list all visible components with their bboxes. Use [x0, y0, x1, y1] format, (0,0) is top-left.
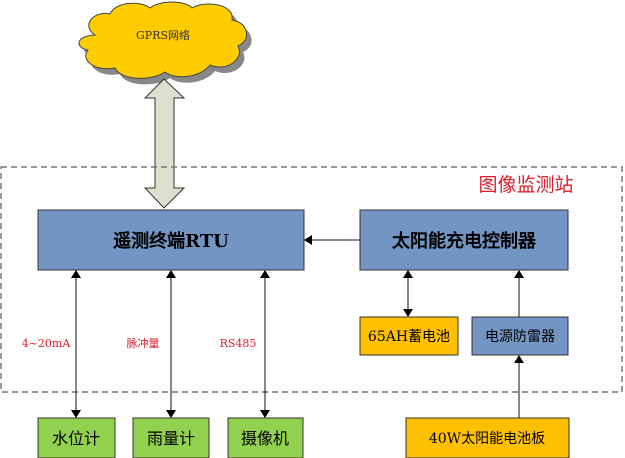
battery-label: 65AH蓄电池: [368, 329, 450, 345]
signal-label-rain: 脉冲量: [127, 336, 160, 350]
rain-gauge-label: 雨量计: [147, 429, 195, 448]
camera-box: [227, 417, 304, 458]
solar-panel-box: [405, 417, 570, 458]
signal-label-water: 4~20mA: [22, 337, 72, 350]
gprs-label: GPRS网络: [136, 28, 190, 42]
solar-panel-label: 40W太阳能电池板: [429, 431, 545, 447]
station-border: [0, 166, 623, 393]
surge-protector-label: 电源防雷器: [485, 329, 555, 345]
controller-box: [359, 209, 569, 271]
station-title: 图像监测站: [478, 174, 573, 196]
controller-label: 太阳能充电控制器: [392, 230, 537, 252]
signal-label-camera: RS485: [220, 337, 257, 350]
gprs-rtu-link-arrow: [143, 78, 186, 209]
gprs-cloud: GPRS网络: [78, 1, 252, 85]
battery-box: [359, 316, 459, 356]
surge-protector-box: [471, 316, 569, 356]
rain-gauge-box: [132, 417, 210, 458]
rtu-box: [37, 209, 305, 271]
water-level-box: [37, 417, 116, 458]
camera-label: 摄像机: [241, 429, 289, 448]
rtu-label: 遥测终端RTU: [113, 230, 229, 252]
water-level-label: 水位计: [52, 429, 100, 448]
